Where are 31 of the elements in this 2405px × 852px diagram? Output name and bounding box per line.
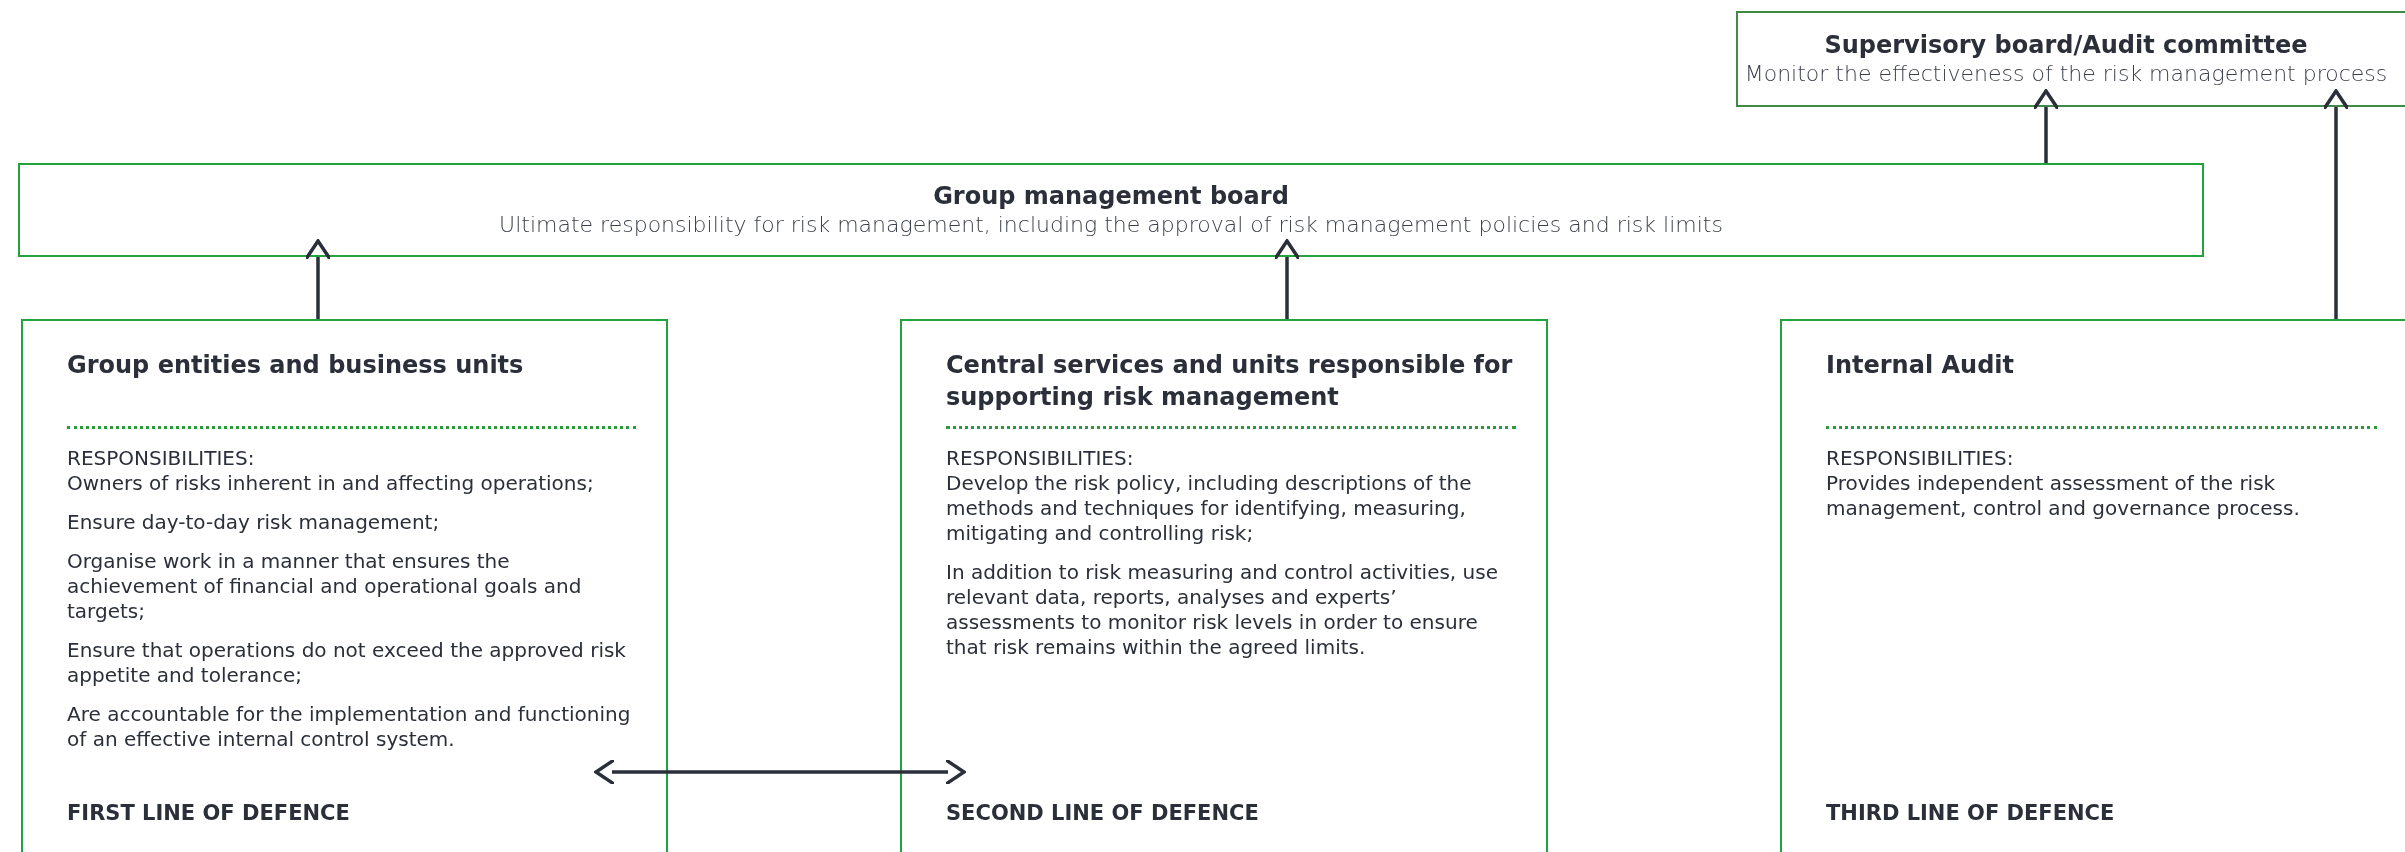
responsibility-text: Are accountable for the implementation and functioning of an effective internal control system. (67, 702, 632, 752)
responsibility-text: Organise work in a manner that ensures the achievement of financial and operational goals and targets; (67, 549, 583, 624)
responsibility-text: Ensure that operations do not exceed the approved risk appetite and tolerance; (67, 638, 627, 688)
responsibility-card (1780, 319, 2405, 852)
responsibility-text: Ensure day-to-day risk management; (67, 510, 441, 535)
section-label: RESPONSIBILITIES: (946, 446, 1135, 471)
responsibility-text: Owners of risks inherent in and affecting operations; (67, 471, 595, 496)
card-heading: Central services and units responsible for supporting risk management (946, 350, 1514, 413)
double-arrow (594, 758, 966, 786)
card-heading: Group entities and business units (67, 350, 525, 381)
line-of-defence-label: FIRST LINE OF DEFENCE (67, 801, 350, 825)
box-title: Group management board (932, 181, 1290, 211)
box-description: Ultimate responsibility for risk management, including the approval of risk management policies and risk limits (498, 211, 1724, 239)
responsibility-text: Provides independent assessment of the risk management, control and governance process. (1826, 471, 2301, 521)
arrow (2322, 89, 2350, 319)
section-label: RESPONSIBILITIES: (1826, 446, 2015, 471)
line-of-defence-label: SECOND LINE OF DEFENCE (946, 801, 1259, 825)
board-box (1736, 11, 2405, 107)
responsibility-text: In addition to risk measuring and control activities, use relevant data, reports, analyses and experts’ assessments to monitor risk levels in order to ensure that risk remains within the agreed limits. (946, 560, 1499, 660)
line-of-defence-label: THIRD LINE OF DEFENCE (1826, 801, 2115, 825)
responsibility-text: Develop the risk policy, including descriptions of the methods and techniques for identifying, measuring, mitigating and controlling risk; (946, 471, 1473, 546)
card-heading: Internal Audit (1826, 350, 2015, 381)
board-box (18, 163, 2204, 257)
arrow (304, 239, 332, 319)
section-label: RESPONSIBILITIES: (67, 446, 256, 471)
box-description: Monitor the effectiveness of the risk management process (1743, 60, 2389, 88)
box-title: Supervisory board/Audit committee (1823, 30, 2309, 60)
responsibility-card (21, 319, 668, 852)
arrow (2032, 89, 2060, 163)
responsibility-card (900, 319, 1548, 852)
arrow (1273, 239, 1301, 319)
